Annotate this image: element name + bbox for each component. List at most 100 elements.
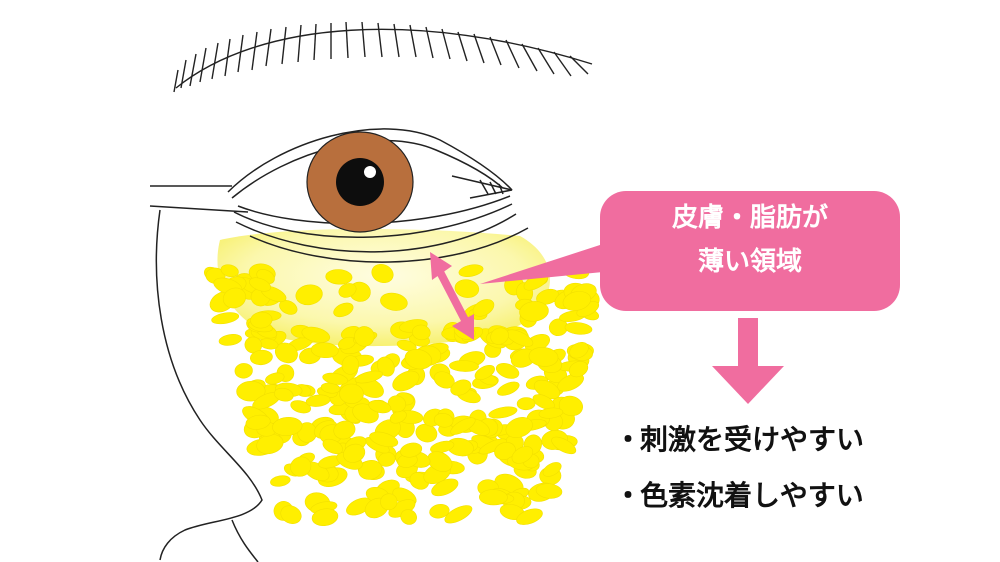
fat-cell [325,269,353,285]
fat-cell [516,397,536,411]
fat-cell [380,292,408,311]
fat-cell [429,503,450,519]
callout-line-1: 皮膚・脂肪が [671,203,828,233]
fat-cell [400,509,417,525]
fat-cell [244,336,263,354]
callout-bubble [480,191,900,311]
fat-cell [218,334,242,346]
fat-cell [528,347,559,367]
fat-cell [551,436,577,455]
callout-label: 皮膚・脂肪が 薄い領域 [600,196,900,284]
fat-cell [265,372,285,385]
fat-cell [387,395,407,413]
fat-cell [272,417,303,436]
fat-cell [404,349,433,370]
fat-cell [310,342,339,359]
fat-cell [569,341,589,359]
fat-cell [532,394,555,410]
fat-cell [270,475,291,487]
fat-cell [338,283,357,298]
fat-cell [562,291,592,311]
fat-cell [488,406,518,419]
fat-cell [511,446,534,464]
fat-cell [458,264,484,277]
fat-cell [280,505,302,524]
fat-cell [295,284,323,306]
face-outline [149,185,263,562]
fat-cell [377,356,395,377]
fat-cell [538,407,564,419]
fat-cell [449,360,479,372]
fat-cell [274,387,294,402]
fat-cell [392,370,420,392]
fat-cell [472,299,495,317]
fat-cell [497,381,520,396]
fat-cell [354,326,375,347]
fat-cell [396,339,417,352]
fat-cell [311,508,339,527]
fat-cell [474,365,495,380]
fat-cell [343,443,366,463]
fat-cell [369,431,399,448]
fat-cell [322,438,344,455]
fat-cell [542,462,562,477]
fat-cell [290,456,312,477]
fat-cell [250,349,273,366]
fat-cell [322,372,349,385]
fat-cell [450,417,476,435]
fat-cell [454,279,480,298]
fat-cell [479,489,508,506]
fat-cell [535,483,563,499]
down-arrow-icon [712,318,784,404]
fat-cell [430,440,455,454]
fat-cell [568,361,589,378]
double-arrow-icon [430,252,474,340]
fat-cell [245,414,271,430]
fat-cell [333,420,356,440]
fat-cell [234,363,253,379]
fat-cell [371,263,394,284]
fat-cell [490,327,509,345]
bullet: ・ [614,423,643,456]
fat-cell [495,363,520,379]
effect-item: ・色素沈着しやすい [614,476,864,532]
fat-cell [536,288,560,305]
eyebrow [173,21,593,93]
fat-cell [354,370,384,384]
fat-cell [427,451,453,472]
fat-cell [444,505,473,524]
fat-cell [339,383,364,404]
fat-cell [516,508,543,525]
fat-cell [368,400,392,414]
iris [306,131,414,233]
fat-cell [301,326,331,343]
effect-text: 刺激を受けやすい [640,423,865,456]
fat-cell [279,300,298,315]
fat-cell [450,379,472,396]
fat-cell [558,395,583,417]
effect-item: ・刺激を受けやすい [614,420,864,476]
fat-cell [433,413,454,428]
fat-cell [341,355,360,375]
fat-cell [519,301,549,322]
fat-cell [305,394,331,407]
bullet: ・ [614,479,643,512]
fat-cell [400,442,423,458]
fat-cell [222,287,247,309]
fat-cell [380,493,398,511]
fat-cell [249,277,271,292]
effect-text: 色素沈着しやすい [640,479,864,512]
fat-cell [250,311,273,329]
fat-cell [211,312,240,325]
fat-cell [412,324,431,341]
fat-tissue [204,260,600,527]
fat-cell [431,478,459,497]
fat-cell [564,322,593,335]
callout-line-2: 薄い領域 [697,247,802,277]
fat-cell [220,264,239,278]
effects-list: ・刺激を受けやすい ・色素沈着しやすい [614,420,864,532]
fat-cell [505,417,533,438]
fat-cell [358,460,383,480]
fat-cell [333,302,354,318]
